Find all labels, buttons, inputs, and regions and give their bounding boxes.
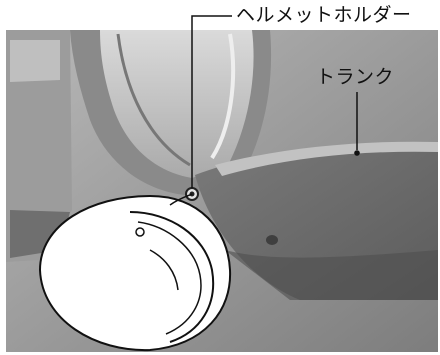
left-side-panel bbox=[6, 30, 72, 262]
helmet-holder-leader bbox=[191, 15, 232, 188]
trunk-rim bbox=[215, 141, 438, 176]
trunk-label: トランク bbox=[316, 66, 395, 88]
left-panel-highlight bbox=[10, 40, 60, 82]
seat-opening-inner bbox=[100, 30, 254, 178]
helmet-holder-label: ヘルメットホルダー bbox=[236, 4, 412, 26]
helmet bbox=[38, 193, 232, 352]
